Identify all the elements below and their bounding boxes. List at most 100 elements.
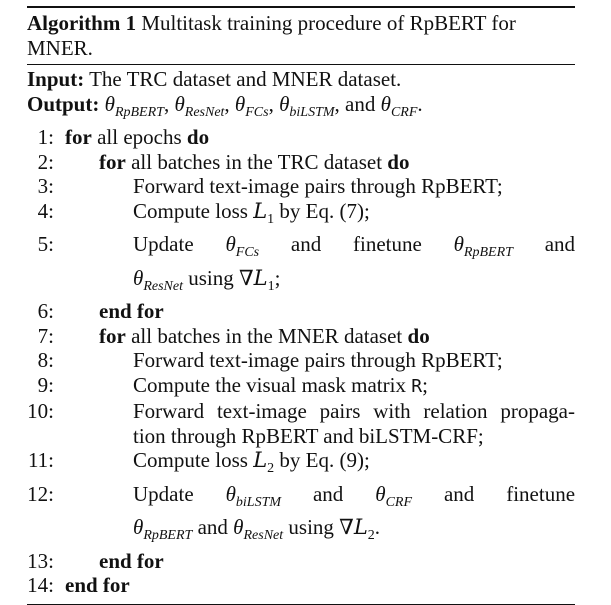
top-rule <box>27 6 575 8</box>
keyword: for <box>65 125 92 149</box>
line-text: using <box>188 265 234 290</box>
line-text: Compute loss <box>133 448 248 472</box>
theta-subscript: ResNet <box>243 528 284 543</box>
theta-symbol: θ <box>375 481 386 506</box>
theta-symbol: θ <box>133 265 144 290</box>
output-label: Output: <box>27 91 100 116</box>
theta-subscript: RpBERT <box>143 528 193 543</box>
theta-symbol: θ <box>225 481 236 506</box>
algo-line-9: 9: Compute the visual mask matrix R; <box>27 373 575 400</box>
line-text: tion through RpBERT and biLSTM-CRF; <box>133 423 484 448</box>
line-text: finetune <box>506 481 576 506</box>
line-text: finetune <box>353 232 422 256</box>
caption-rule <box>27 64 575 65</box>
theta-subscript: CRF <box>385 494 413 510</box>
output-theta: θ <box>104 91 115 116</box>
line-number: 8: <box>37 348 54 372</box>
line-text: by Eq. (7); <box>279 198 370 223</box>
line-number: 14: <box>27 573 54 597</box>
theta-subscript: ResNet <box>143 278 183 294</box>
line-number: 6: <box>37 299 54 323</box>
algo-line-10: 10: Forward text-image pairs with relati… <box>27 399 575 448</box>
line-number: 3: <box>37 174 54 198</box>
line-5-part-2: θResNet using ∇L1; <box>133 266 575 300</box>
output-sub: FCs <box>245 104 269 120</box>
output-sub: RpBERT <box>114 104 164 120</box>
line-number: 7: <box>37 323 54 348</box>
line-text: Forward text-image pairs with relation p… <box>133 399 575 423</box>
bottom-rule <box>27 603 575 605</box>
theta-symbol: θ <box>225 232 236 256</box>
line-12-part-2: θRpBERT and θResNet using ∇L2. <box>133 515 575 549</box>
output-sub: CRF <box>390 104 418 120</box>
input-text: The TRC dataset and MNER dataset. <box>89 67 402 91</box>
algo-line-11: 11: Compute loss L2 by Eq. (9); <box>27 448 575 482</box>
algorithm-label: Algorithm 1 <box>27 11 137 35</box>
caption-title: Multitask training procedure of RpBERT f… <box>141 11 516 35</box>
line-number: 12: <box>27 481 54 506</box>
input-label: Input: <box>27 67 85 91</box>
line-content: Forward text-image pairs with relation p… <box>54 399 575 448</box>
output-line: Output: θRpBERT, θResNet, θFCs, θbiLSTM,… <box>27 91 423 120</box>
keyword: end for <box>99 299 164 323</box>
algo-line-7: 7: for all batches in the MNER dataset d… <box>27 324 575 349</box>
line-end: ; <box>274 265 281 290</box>
algo-line-3: 3: Forward text-image pairs through RpBE… <box>27 174 575 199</box>
line-5-part-1: Update θFCs and finetune θRpBERT and <box>133 232 575 266</box>
line-text: and <box>312 481 344 506</box>
line-content: Update θbiLSTM and θCRF and finetune θRp… <box>54 482 575 549</box>
output-and: and <box>345 91 376 116</box>
theta-subscript: RpBERT <box>463 245 513 260</box>
line-text: and <box>544 232 576 256</box>
algo-line-14: 14: end for <box>27 573 575 598</box>
output-theta: θ <box>380 91 391 116</box>
line-number: 5: <box>37 232 54 256</box>
line-content: for all batches in the TRC dataset do <box>54 150 575 175</box>
loss-subscript: 1 <box>267 211 275 227</box>
line-12-part-1: Update θbiLSTM and θCRF and finetune <box>133 482 575 516</box>
line-text: Compute loss <box>133 198 248 223</box>
line-content: Compute the visual mask matrix R; <box>54 373 575 400</box>
keyword: for <box>99 149 126 174</box>
output-theta: θ <box>234 91 246 116</box>
line-text: Forward text-image pairs through RpBERT; <box>133 174 503 198</box>
line-content: for all epochs do <box>54 125 575 150</box>
loss-symbol: L <box>253 198 268 223</box>
line-content: Update θFCs and finetune θRpBERT and θRe… <box>54 232 575 299</box>
line-text: all epochs <box>97 125 182 149</box>
loss-subscript: 2 <box>267 461 275 476</box>
theta-symbol: θ <box>233 515 244 539</box>
algo-line-12: 12: Update θbiLSTM and θCRF and finetune… <box>27 482 575 549</box>
line-number: 9: <box>37 372 54 397</box>
line-text: all batches in the MNER dataset <box>131 323 403 348</box>
theta-symbol: θ <box>133 515 144 539</box>
line-number: 10: <box>27 399 54 423</box>
loss-symbol: L <box>253 265 268 290</box>
line-end: . <box>374 515 381 539</box>
line-content: Compute loss L2 by Eq. (9); <box>54 448 575 482</box>
line-text: Update <box>133 481 194 506</box>
line-number: 1: <box>37 125 54 149</box>
line-content: for all batches in the MNER dataset do <box>54 324 575 349</box>
caption-line-1: Algorithm 1 Multitask training procedure… <box>27 11 575 36</box>
keyword: do <box>407 323 430 348</box>
theta-subscript: FCs <box>235 245 260 260</box>
keyword: end for <box>65 573 130 597</box>
line-text: by Eq. (9); <box>279 448 370 472</box>
line-text: all batches in the TRC dataset <box>131 149 383 174</box>
loss-subscript: 1 <box>267 278 275 294</box>
line-text: and <box>290 232 322 256</box>
line-text: Forward text-image pairs through RpBERT; <box>133 348 503 372</box>
caption-line-2: MNER. <box>27 35 93 60</box>
loss-symbol: L <box>353 515 368 539</box>
keyword: for <box>99 323 126 348</box>
keyword: do <box>186 125 210 149</box>
algo-line-4: 4: Compute loss L1 by Eq. (7); <box>27 199 575 233</box>
algo-line-2: 2: for all batches in the TRC dataset do <box>27 150 575 175</box>
keyword: do <box>387 149 410 174</box>
input-line: Input: The TRC dataset and MNER dataset. <box>27 67 575 92</box>
output-theta: θ <box>174 91 185 116</box>
algorithm-caption: Algorithm 1 Multitask training procedure… <box>27 8 575 64</box>
line-text: Update <box>133 232 194 256</box>
nabla-symbol: ∇ <box>239 265 254 290</box>
